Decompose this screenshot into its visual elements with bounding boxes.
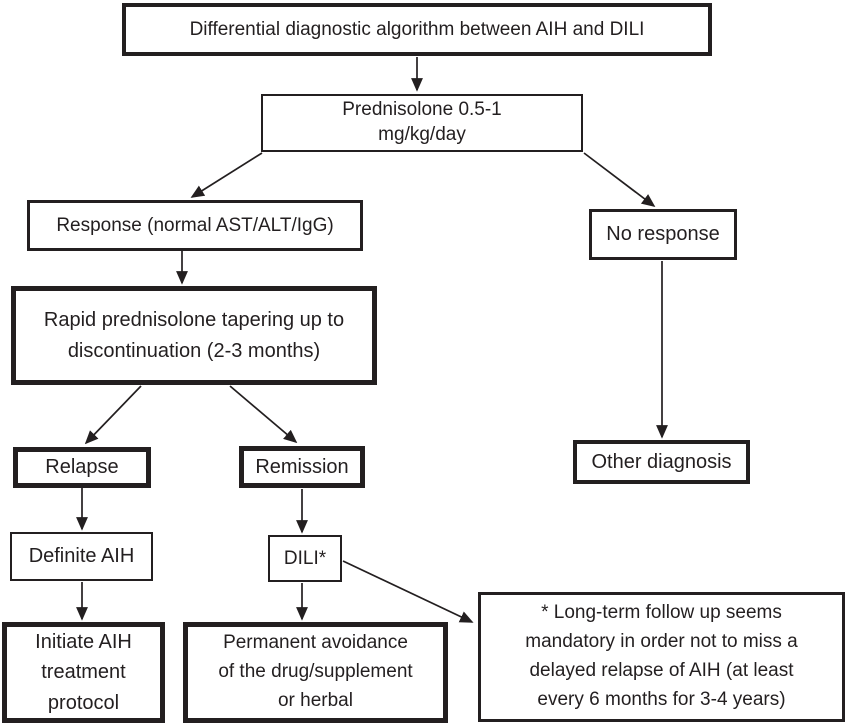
node-rapid-tapering: Rapid prednisolone tapering up to discon… (11, 286, 377, 385)
node-no-response: No response (589, 209, 737, 260)
node-relapse: Relapse (13, 447, 151, 488)
node-permanent-avoidance: Permanent avoidance of the drug/suppleme… (183, 622, 448, 723)
node-prednisolone-dose: Prednisolone 0.5-1 mg/kg/day (261, 94, 583, 152)
node-definite-aih: Definite AIH (10, 532, 153, 581)
arrow-dili-to-footnote (342, 560, 474, 623)
arrow-rapid-to-relapse (84, 385, 142, 445)
node-initiate-aih-treatment: Initiate AIH treatment protocol (2, 622, 165, 723)
node-response: Response (normal AST/ALT/IgG) (27, 200, 363, 251)
node-title: Differential diagnostic algorithm betwee… (122, 3, 712, 56)
node-dili: DILI* (268, 535, 342, 582)
node-remission: Remission (239, 446, 365, 488)
arrow-prednisolone-to-response (190, 152, 263, 198)
arrow-prednisolone-to-noresponse (583, 152, 656, 208)
node-other-diagnosis: Other diagnosis (573, 440, 750, 484)
arrow-rapid-to-remission (229, 385, 298, 444)
node-footnote: * Long-term follow up seems mandatory in… (478, 592, 845, 722)
